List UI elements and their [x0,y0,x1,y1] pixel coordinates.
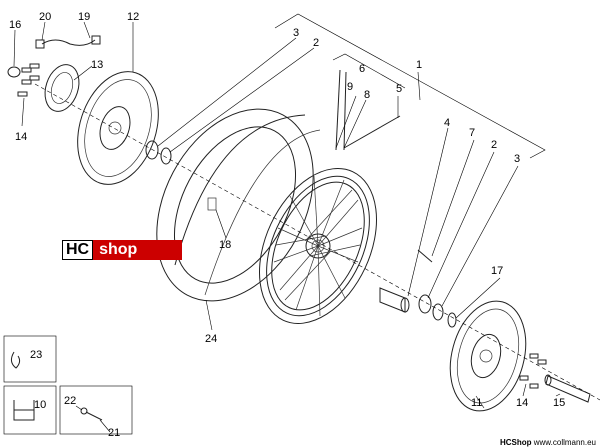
sensor-connector [91,35,101,45]
callout-2-left: 2 [313,37,319,49]
callout-8: 8 [364,89,370,101]
brake-disc-left [77,71,159,185]
abs-tone-ring [44,64,80,112]
callout-13: 13 [91,59,103,71]
callout-12: 12 [127,11,139,23]
washer-small [80,407,88,415]
clip [10,351,21,369]
inset-box-10 [3,385,57,435]
callout-20: 20 [39,11,51,23]
abs-sensor-cable [41,39,96,46]
spokes [273,175,363,317]
callout-18: 18 [219,239,231,251]
group-bracket-1 [274,13,546,159]
callout-17: 17 [491,265,503,277]
callout-14-right: 14 [516,397,528,409]
clamp [13,400,35,421]
callout-3-right: 3 [514,153,520,165]
footer-brand: HCShop [499,438,532,447]
spoked-wheel-rim [259,168,377,324]
footer-url: www.collmann.eu [533,438,596,447]
callout-11: 11 [471,397,482,409]
valve [417,249,433,263]
callout-23: 23 [30,349,42,361]
inset-box-21-22 [59,385,133,435]
callout-22: 22 [64,395,76,407]
valve-sticker [207,197,217,211]
callout-14-left: 14 [15,131,27,143]
callout-21: 21 [108,427,120,439]
callout-10: 10 [34,399,46,411]
callout-15: 15 [553,397,565,409]
abs-sensor [35,39,45,49]
bearing-right [418,294,432,314]
tire [156,108,321,302]
assembly-axis [34,83,600,401]
callout-2-right: 2 [491,139,497,151]
seal-left [160,147,172,165]
wheel-axle [544,374,591,403]
inset-box-23 [3,335,57,383]
callout-1: 1 [416,59,422,71]
spoke [343,115,401,149]
callout-19: 19 [78,11,90,23]
callout-3-left: 3 [293,27,299,39]
spoke-nipple-9 [335,69,341,151]
wheel-spacer [379,287,410,313]
callout-7: 7 [469,127,475,139]
disc-bolts-right [519,353,547,389]
hcshop-watermark: HC shop [62,240,182,260]
callout-5: 5 [396,83,402,95]
callout-24: 24 [205,333,217,345]
disc-bolts-left [17,63,40,97]
brake-disc-right [449,300,527,412]
callout-4: 4 [444,117,450,129]
callout-6: 6 [359,63,365,75]
callout-9: 9 [347,81,353,93]
bearing-left [145,140,159,160]
screw [85,411,103,421]
washer [447,312,457,328]
footer-credit: HCShop www.collmann.eu [500,438,596,447]
watermark-hc: HC [62,240,94,260]
watermark-shop: shop [93,240,182,260]
seal-right [432,303,444,321]
spoke-nipple-8 [343,71,347,151]
callout-16: 16 [9,19,21,31]
nut [7,66,21,78]
group-bracket-6 [332,53,406,89]
leader-lines [13,21,561,433]
